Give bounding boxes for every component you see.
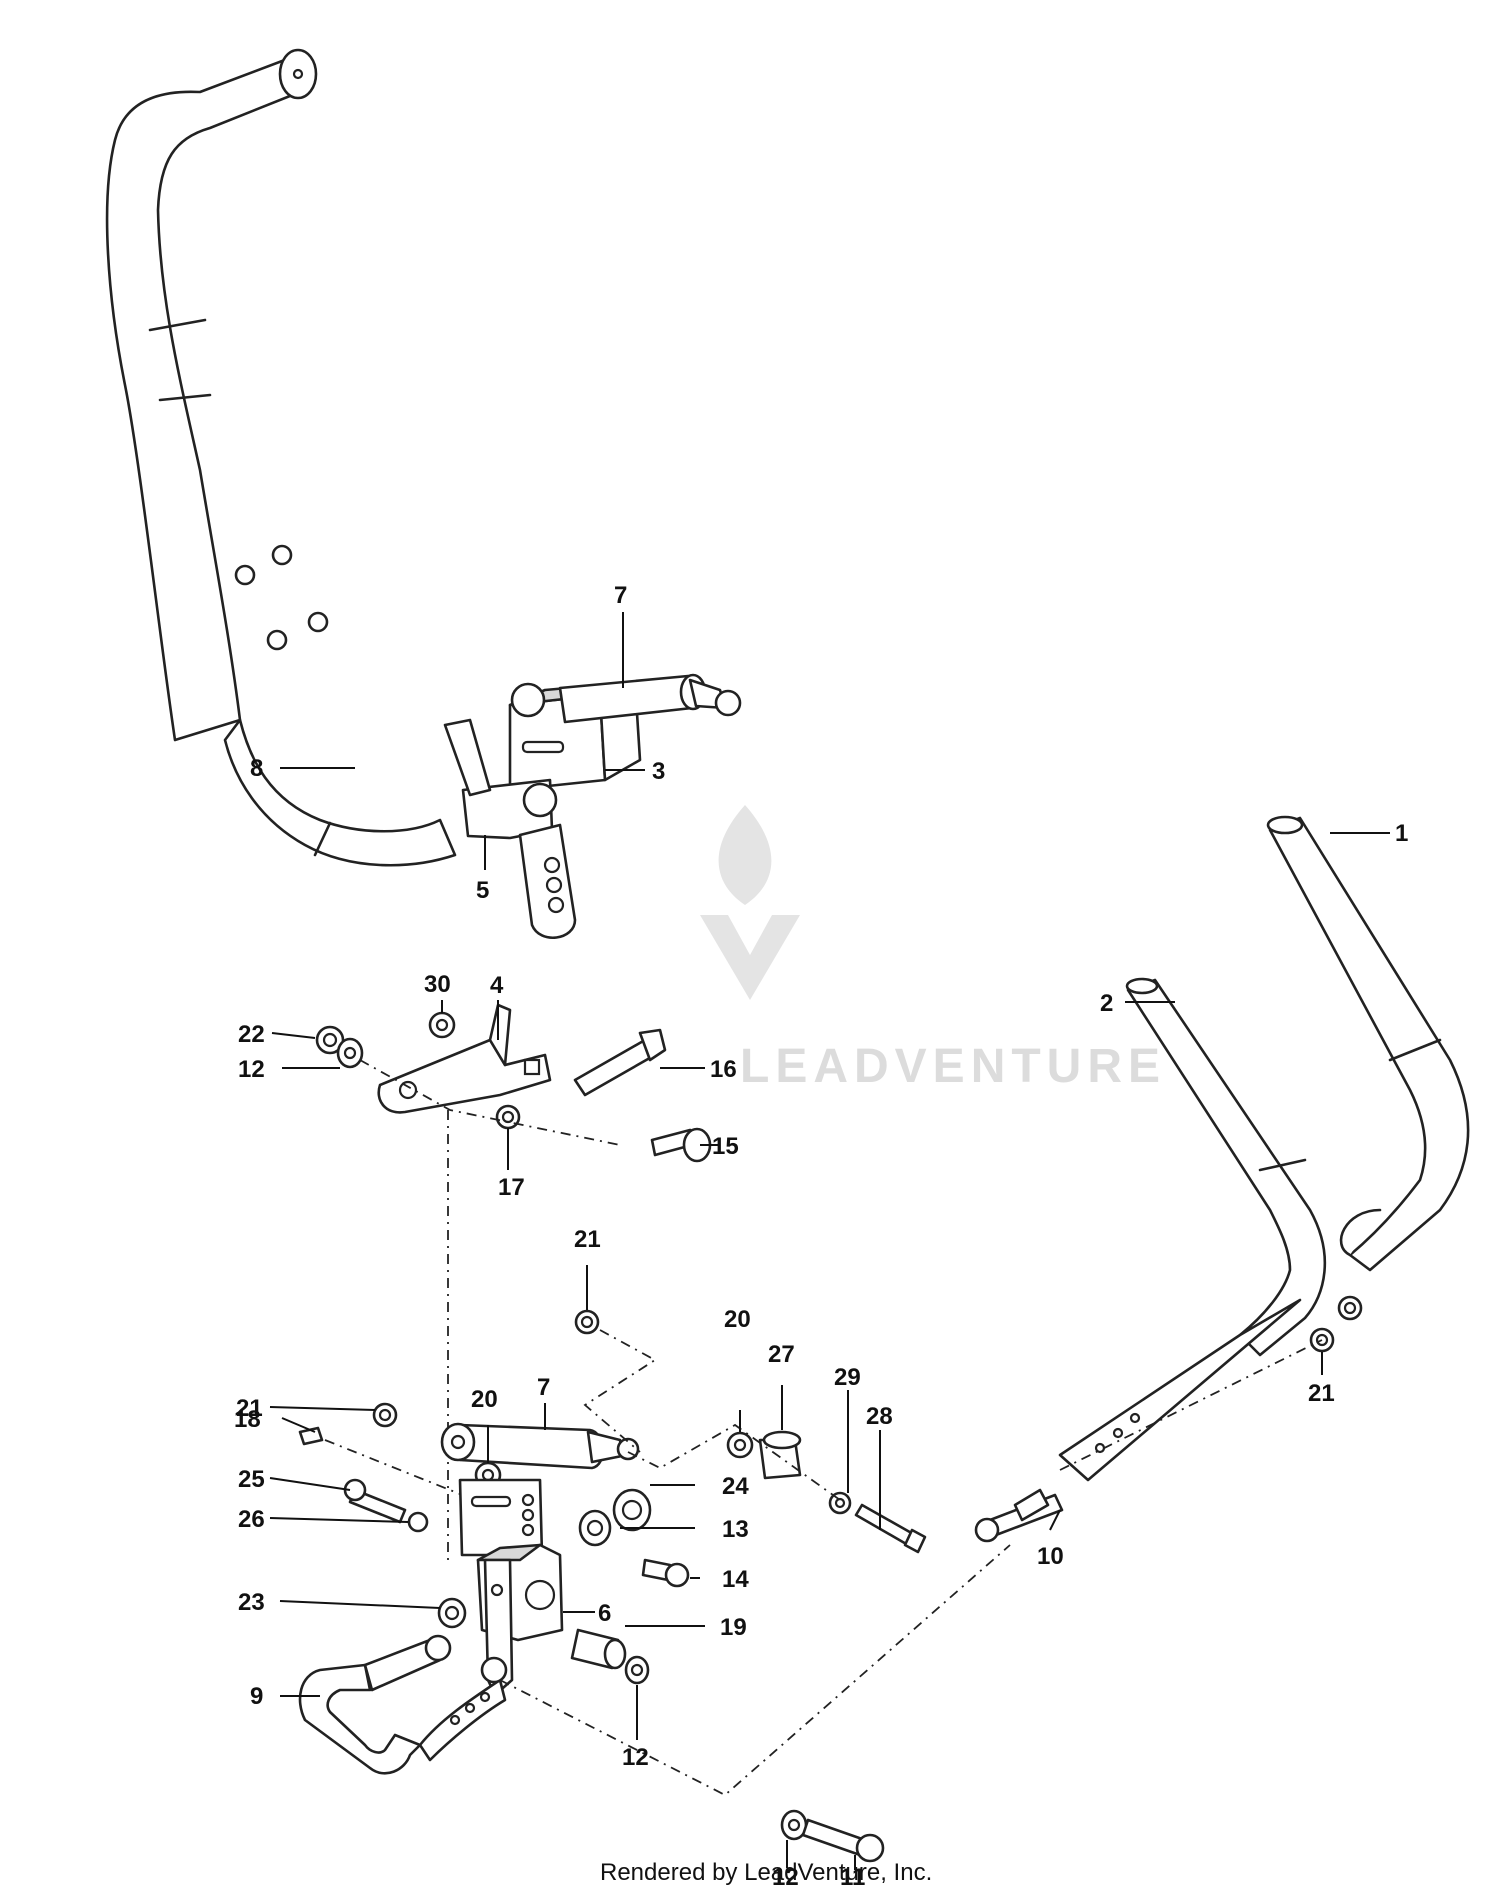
part-7-upper-shock (558, 673, 742, 724)
part-19-spacer (570, 1628, 627, 1670)
watermark-logo: LEADVENTURE (700, 805, 1166, 1093)
part-lower-bracket-plate (458, 1478, 544, 1557)
callout-5: 5 (476, 877, 489, 904)
part-12-washer-top (336, 1037, 364, 1069)
callout-labels: 1 2 3 4 5 6 7 7 8 9 10 11 12 12 12 13 14… (234, 582, 1408, 1890)
assembly-line-21 (583, 1329, 657, 1453)
callout-3: 3 (652, 758, 665, 785)
part-21-nut-top (574, 1309, 600, 1335)
part-30-nut (428, 1011, 456, 1039)
callout-10: 10 (1037, 1543, 1064, 1570)
part-4-bracket (377, 1003, 552, 1114)
callout-7-upper: 7 (614, 582, 627, 609)
part-28-bolt (854, 1503, 927, 1554)
part-24-spacer (612, 1488, 652, 1532)
part-22-nut (315, 1025, 345, 1055)
callout-27: 27 (768, 1341, 795, 1368)
part-21-nut-right (1309, 1295, 1363, 1353)
part-26-nut (407, 1511, 429, 1533)
part-1-right-handle (1266, 815, 1470, 1272)
footer-credit: Rendered by LeadVenture, Inc. (600, 1859, 932, 1886)
callout-12-top: 12 (238, 1056, 265, 1083)
callout-8: 8 (250, 755, 263, 782)
leader-lines (269, 612, 1390, 1870)
callout-14: 14 (722, 1566, 749, 1593)
callout-21-left: 21 (236, 1395, 263, 1422)
callout-13: 13 (722, 1516, 749, 1543)
callout-7-lower: 7 (537, 1374, 550, 1401)
callout-20-right: 20 (724, 1306, 751, 1333)
part-25-bolt (343, 1478, 407, 1524)
callout-21-right: 21 (1308, 1380, 1335, 1407)
callout-17: 17 (498, 1174, 525, 1201)
part-12-washer-bottom (780, 1809, 808, 1841)
part-6-block (476, 1543, 564, 1697)
callout-23: 23 (238, 1589, 265, 1616)
part-17-nut (495, 1104, 521, 1130)
part-20-nut-right (726, 1431, 754, 1459)
part-9-foot-pedal (298, 1634, 508, 1775)
callout-22: 22 (238, 1021, 265, 1048)
callout-20-left: 20 (471, 1386, 498, 1413)
part-23-washer (437, 1597, 467, 1629)
assembly-line-20 (627, 1423, 841, 1501)
callout-29: 29 (834, 1364, 861, 1391)
callout-24: 24 (722, 1473, 749, 1500)
callout-12-bottom: 12 (772, 1864, 799, 1890)
assembly-line-4 (359, 1059, 621, 1146)
callout-30: 30 (424, 971, 451, 998)
assembly-line-bottom (499, 1544, 1011, 1797)
part-2-right-handle (1125, 977, 1327, 1357)
part-18-grease-fitting (298, 1426, 324, 1446)
callout-18: 18 (234, 1406, 261, 1433)
callout-15: 15 (712, 1133, 739, 1160)
callout-11: 11 (840, 1864, 865, 1890)
callout-4: 4 (490, 972, 504, 999)
part-29-washer (828, 1491, 852, 1515)
part-21-nut-left (372, 1402, 398, 1428)
callout-21-top: 21 (574, 1226, 601, 1253)
callout-26: 26 (238, 1506, 265, 1533)
callout-25: 25 (238, 1466, 265, 1493)
part-13-washer (578, 1509, 612, 1547)
callout-9: 9 (250, 1683, 263, 1710)
callout-19: 19 (720, 1614, 747, 1641)
part-14-bolt (641, 1558, 690, 1588)
part-8-left-handle (105, 48, 457, 867)
part-11-bolt (801, 1818, 885, 1863)
part-16-bolt (573, 1028, 667, 1097)
callout-1: 1 (1395, 820, 1408, 847)
part-27-spacer (758, 1430, 802, 1480)
callout-2: 2 (1100, 990, 1113, 1017)
watermark-text: LEADVENTURE (740, 1040, 1166, 1093)
assembly-line-right (1059, 1339, 1323, 1471)
part-12-washer-mid (624, 1655, 650, 1685)
callout-16: 16 (710, 1056, 737, 1083)
callout-28: 28 (866, 1403, 893, 1430)
part-7-lower-shock (440, 1422, 640, 1470)
part-5-upper-lever (443, 682, 577, 940)
part-10-handle-tube (974, 1298, 1302, 1543)
callout-6: 6 (598, 1600, 611, 1627)
callout-12-mid: 12 (622, 1744, 649, 1771)
